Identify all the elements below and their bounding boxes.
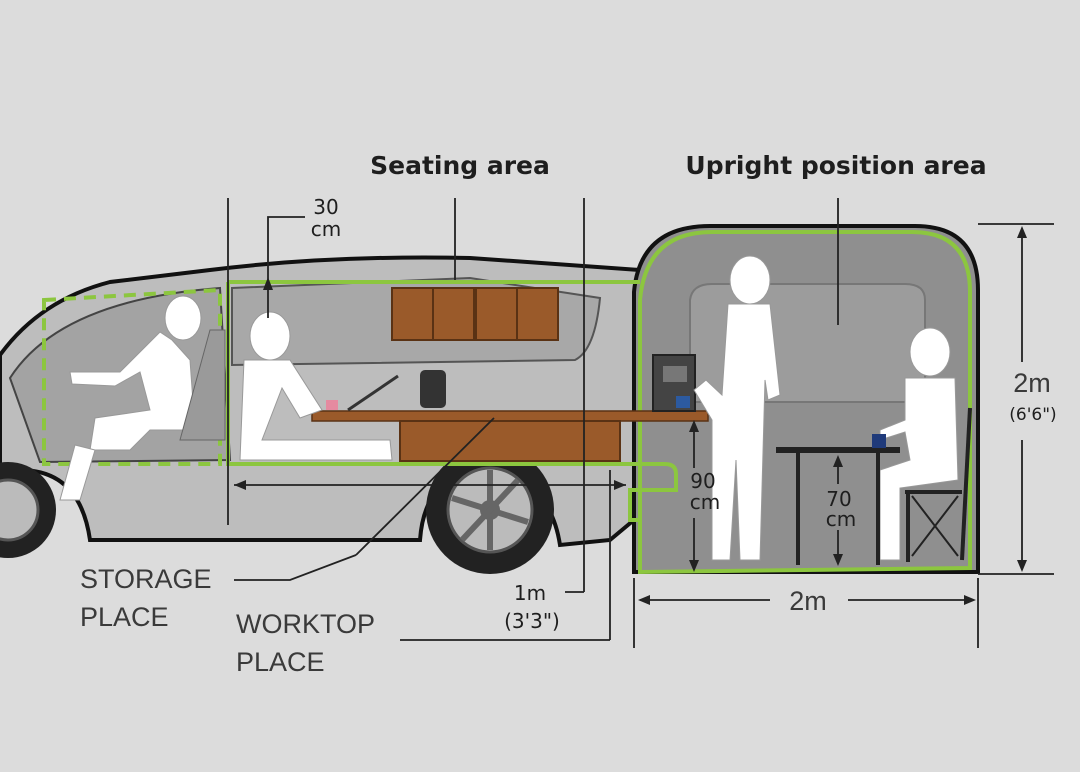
driver-figure [59, 295, 226, 501]
arrowheads [234, 226, 1027, 605]
seated-tent-person [879, 327, 959, 561]
overhead-cabinets [391, 287, 559, 341]
front-wheel [0, 462, 56, 558]
seating-length-imperial: (3'3") [504, 609, 560, 633]
head-clearance-unit: cm [311, 217, 341, 241]
worktop-label-line1: WORKTOP [236, 609, 375, 639]
table [776, 447, 900, 565]
table-height-unit: cm [826, 507, 856, 531]
interior-outlines [42, 280, 678, 522]
head-clearance-value: 30 [313, 195, 338, 219]
table-height-value: 70 [826, 487, 851, 511]
tent-width: 2m [789, 586, 827, 616]
seated-passenger [239, 311, 393, 461]
kettle [420, 370, 446, 408]
tent-height-imperial: (6'6") [1009, 405, 1056, 425]
laptop [347, 374, 399, 412]
worktop-height-value: 90 [690, 469, 715, 493]
coffee-machine [652, 354, 696, 412]
tent-mug [872, 434, 886, 448]
storage-label-line1: STORAGE [80, 564, 212, 594]
storage-label-line2: PLACE [80, 602, 169, 632]
tent-height: 2m [1013, 368, 1051, 398]
worktop-label-line2: PLACE [236, 647, 325, 677]
standing-person [693, 255, 781, 561]
worktop-height-unit: cm [690, 490, 720, 514]
seating-area-heading: Seating area [370, 151, 550, 180]
upright-area-heading: Upright position area [685, 151, 986, 180]
chair [905, 407, 972, 562]
rear-wheel [426, 446, 554, 574]
mug [326, 400, 338, 410]
seating-length: 1m [514, 581, 546, 605]
dimension-lines [227, 198, 1054, 648]
